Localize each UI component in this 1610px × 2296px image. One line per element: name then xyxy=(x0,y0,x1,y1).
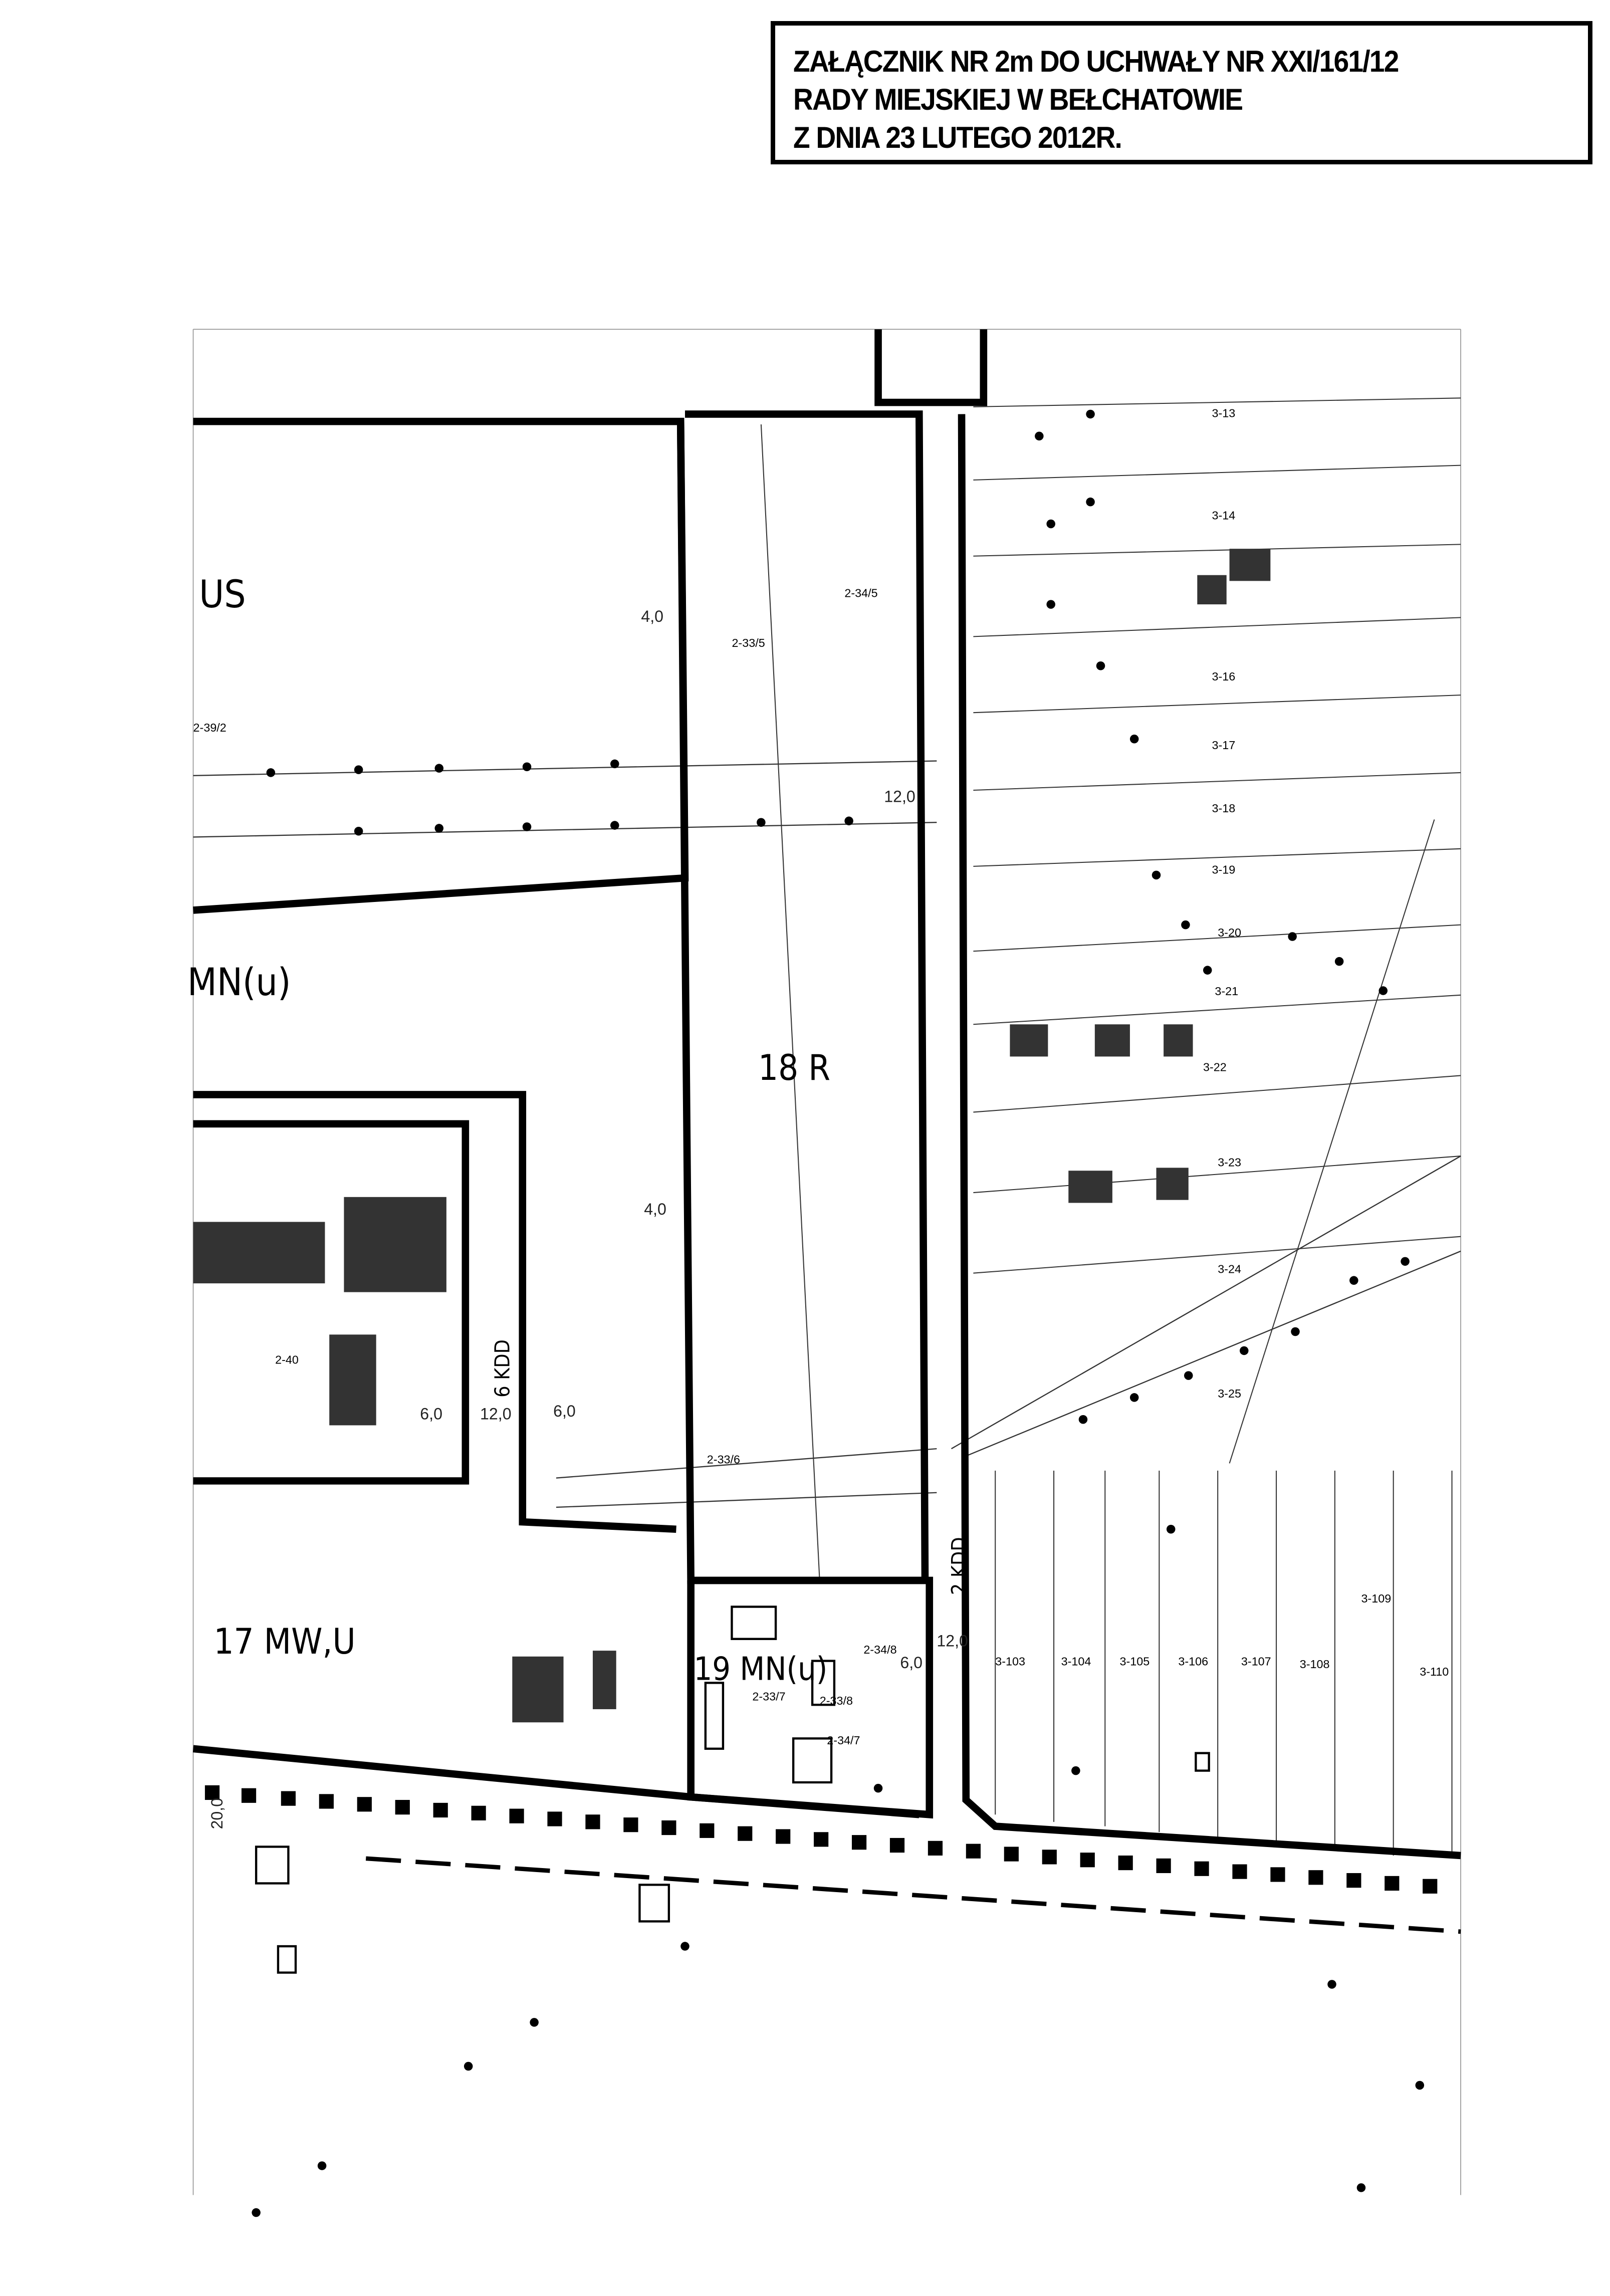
parcel-label: 3-18 xyxy=(1212,802,1236,815)
pole-markers xyxy=(252,409,1425,2217)
parcel-label: 3-17 xyxy=(1212,739,1236,752)
road-centerline xyxy=(365,1856,1461,1934)
parcel-label: 3-106 xyxy=(1178,1655,1208,1668)
road-label-2kdd: 2 KDD xyxy=(947,1537,971,1595)
parcel-2-33-7: 2-33/7 xyxy=(752,1690,785,1703)
parcel-2-33-6: 2-33/6 xyxy=(707,1453,740,1466)
resolution-header-box: ZAŁĄCZNIK NR 2m DO UCHWAŁY NR XXI/161/12… xyxy=(771,21,1592,164)
dimension-label: 4,0 xyxy=(644,1200,666,1218)
parcel-label: 3-104 xyxy=(1061,1655,1091,1668)
zone-label-mn: MN(u) xyxy=(187,960,291,1004)
header-line-3: Z DNIA 23 LUTEGO 2012R. xyxy=(793,121,1122,154)
zone-label-17mwu: 17 MW,U xyxy=(213,1621,355,1662)
parcel-label: 3-109 xyxy=(1361,1592,1391,1605)
zone-label-19mn: 19 MN(u) xyxy=(694,1651,828,1688)
parcel-2-40: 2-40 xyxy=(275,1353,299,1366)
dimension-label: 12,0 xyxy=(884,787,915,805)
road-label-6kdd: 6 KDD xyxy=(490,1339,514,1398)
parcel-label: 3-21 xyxy=(1215,985,1238,998)
parcel-2-39-2: 2-39/2 xyxy=(193,721,226,734)
parcel-label: 3-23 xyxy=(1218,1156,1241,1169)
header-line-1: ZAŁĄCZNIK NR 2m DO UCHWAŁY NR XXI/161/12 xyxy=(793,45,1399,78)
dimension-label: 6,0 xyxy=(420,1405,442,1423)
parcel-label: 3-16 xyxy=(1212,670,1236,683)
parcel-2-34-8: 2-34/8 xyxy=(863,1643,896,1656)
parcel-label: 3-14 xyxy=(1212,509,1236,522)
parcel-2-33-8: 2-33/8 xyxy=(820,1694,853,1707)
dimension-label: 12,0 xyxy=(480,1405,512,1423)
parcel-2-34-5: 2-34/5 xyxy=(844,586,877,599)
parcel-label: 3-24 xyxy=(1218,1263,1241,1276)
parcel-label: 3-103 xyxy=(995,1655,1025,1668)
power-lines xyxy=(193,760,1461,1508)
header-line-2: RADY MIEJSKIEJ W BEŁCHATOWIE xyxy=(793,83,1243,116)
parcel-lines-east xyxy=(760,397,1461,1859)
dimension-label: 6,0 xyxy=(900,1654,923,1672)
parcel-2-34-7: 2-34/7 xyxy=(827,1734,860,1747)
parcel-label: 3-110 xyxy=(1420,1665,1449,1678)
parcel-label: 3-20 xyxy=(1218,926,1241,939)
dimension-label: 6,0 xyxy=(553,1402,576,1420)
outline-buildings xyxy=(255,1605,1210,1974)
dimension-label: 12,0 xyxy=(937,1632,968,1650)
east-parcel-labels: 3-13 3-14 3-16 3-17 3-18 3-19 3-20 3-21 … xyxy=(1203,406,1241,1400)
parcel-label: 3-107 xyxy=(1241,1655,1271,1668)
parcel-label: 3-13 xyxy=(1212,406,1236,419)
parcel-label: 3-108 xyxy=(1300,1658,1330,1671)
south-parcel-labels: 3-103 3-104 3-105 3-106 3-107 3-108 3-10… xyxy=(995,1592,1449,1678)
parcel-label: 3-19 xyxy=(1212,863,1236,876)
zone-label-us: US xyxy=(199,572,246,616)
parcel-label: 3-25 xyxy=(1218,1387,1241,1400)
dimension-label: 4,0 xyxy=(641,607,663,625)
road-dash-band xyxy=(204,1785,1438,1894)
buildings xyxy=(193,549,1271,1723)
zone-label-18r: 18 R xyxy=(758,1047,830,1088)
parcel-label: 3-105 xyxy=(1119,1655,1149,1668)
dimension-label: 20,0 xyxy=(208,1798,226,1829)
zone-borders xyxy=(192,329,1461,1860)
parcel-label: 3-22 xyxy=(1203,1061,1227,1074)
parcel-2-33-5: 2-33/5 xyxy=(732,636,765,649)
